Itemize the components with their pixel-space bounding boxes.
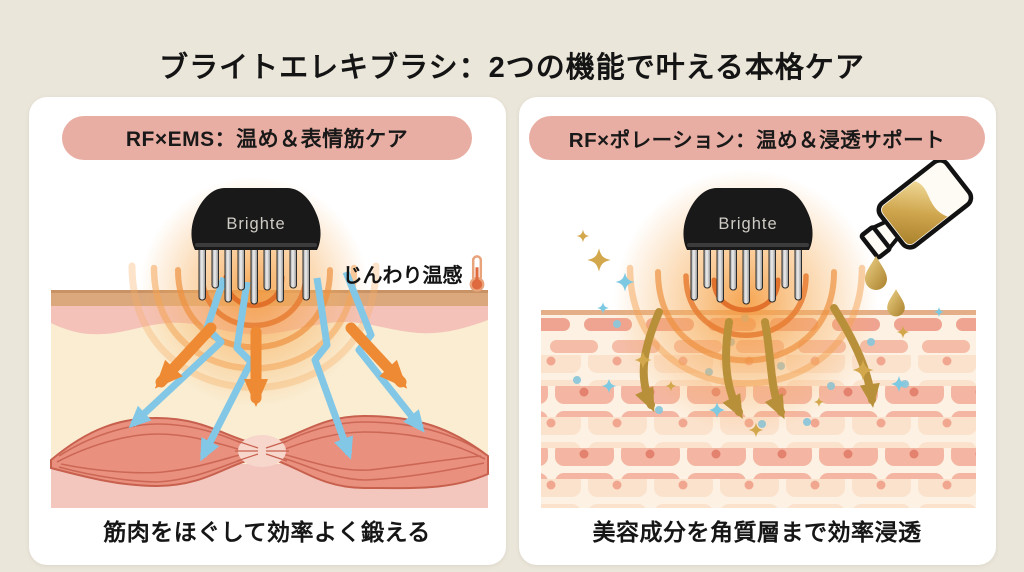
device-pins [690, 245, 802, 305]
thermometer-icon [469, 255, 484, 292]
device-head [190, 188, 321, 250]
rf-ems-illustration: Brighte じんわり温感 [29, 160, 506, 508]
panel-rf-ems: RF×EMS：温め＆表情筋ケア [28, 97, 506, 565]
warm-feel-label: じんわり温感 [343, 254, 487, 292]
panel-rf-ems-header: RF×EMS：温め＆表情筋ケア [62, 116, 472, 160]
rf-heat-arrows [154, 322, 407, 407]
device-brand-label: Brighte [226, 215, 285, 233]
panel-rf-poration-header-label: RF×ポレーション：温め＆浸透サポート [568, 129, 946, 152]
device-head [682, 188, 813, 250]
muscle-band [49, 414, 489, 490]
rf-ems-diagram: Brighte [49, 177, 489, 508]
brush-device-left: Brighte [190, 188, 321, 305]
brush-device-right: Brighte [682, 188, 813, 305]
rf-poration-illustration: Brighte [519, 160, 996, 508]
dropper-bottle-icon [859, 160, 973, 260]
serum-drops [864, 256, 905, 317]
device-pins [198, 245, 310, 305]
page-title: ブライトエレキブラシ：2つの機能で叶える本格ケア [159, 52, 865, 84]
panel-rf-poration-header: RF×ポレーション：温め＆浸透サポート [529, 116, 985, 160]
rf-poration-diagram: Brighte [540, 160, 976, 508]
rf-ems-caption: 筋肉をほぐして効率よく鍛える [103, 519, 431, 545]
panel-rf-poration: RF×ポレーション：温め＆浸透サポート [518, 97, 996, 565]
rf-poration-caption: 美容成分を角質層まで効率浸透 [592, 519, 922, 545]
panels-row: RF×EMS：温め＆表情筋ケア [0, 97, 1024, 565]
warm-feel-text: じんわり温感 [342, 264, 463, 287]
device-brand-label: Brighte [718, 215, 777, 233]
panel-rf-ems-header-label: RF×EMS：温め＆表情筋ケア [125, 128, 409, 151]
